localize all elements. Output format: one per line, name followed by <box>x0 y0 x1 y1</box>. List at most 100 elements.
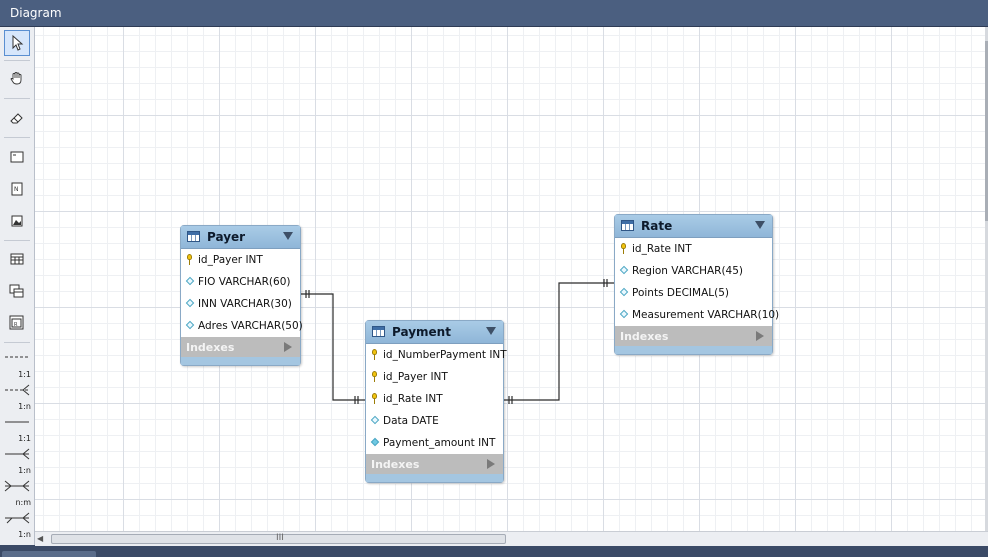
expand-arrow-icon[interactable] <box>756 331 764 341</box>
column-text: Measurement VARCHAR(10) <box>632 309 780 321</box>
column-row[interactable]: INN VARCHAR(30) <box>181 293 300 315</box>
column-row[interactable]: Adres VARCHAR(50) <box>181 315 303 337</box>
relationship-1-1-identifying-tool[interactable]: 1:1 <box>3 413 31 443</box>
column-row[interactable]: id_Payer INT <box>181 249 300 271</box>
relationship-n-m-tool[interactable]: n:m <box>3 477 31 507</box>
diagram-toolbar: N R 1:1 1:n 1:1 1:n n:m 1:n <box>0 27 35 545</box>
hand-tool-button[interactable] <box>4 65 30 91</box>
relationship-1-1-tool[interactable]: 1:1 <box>3 349 31 379</box>
layer-icon <box>10 151 24 163</box>
vertical-scrollbar[interactable] <box>985 27 988 531</box>
svg-text:R: R <box>14 322 18 328</box>
primary-key-icon <box>187 254 192 265</box>
scroll-left-arrow-icon[interactable]: ◀ <box>37 534 44 543</box>
relationship-rate-payment[interactable] <box>503 279 615 404</box>
eraser-tool-button[interactable] <box>4 105 30 131</box>
relationship-lines <box>299 279 615 404</box>
relationship-1-n-identifying-icon <box>5 448 30 460</box>
column-row[interactable]: Region VARCHAR(45) <box>615 260 772 282</box>
entity-name: Payer <box>207 230 246 244</box>
entity-header[interactable]: Payment <box>366 321 503 344</box>
column-text: id_Payer INT <box>383 371 448 383</box>
indexes-section[interactable]: Indexes <box>181 337 300 357</box>
arrow-pointer-icon <box>12 34 24 51</box>
column-row[interactable]: Payment_amount INT <box>366 432 503 454</box>
view-tool-button[interactable] <box>4 278 30 304</box>
image-tool-button[interactable] <box>4 208 30 234</box>
routine-group-tool-button[interactable]: R <box>4 310 30 336</box>
expand-arrow-icon[interactable] <box>284 342 292 352</box>
column-icon <box>185 298 195 308</box>
view-icon <box>9 284 24 298</box>
relationship-label: 1:n <box>18 530 31 539</box>
column-icon <box>619 309 629 319</box>
entity-payment[interactable]: Payment id_NumberPayment INT id_Payer INT i… <box>365 320 507 483</box>
table-icon <box>10 253 24 265</box>
entity-name: Rate <box>641 219 673 233</box>
column-text: Points DECIMAL(5) <box>632 287 729 299</box>
column-row[interactable]: id_Rate INT <box>615 238 772 260</box>
relationship-label: 1:n <box>18 466 31 475</box>
column-text: id_Rate INT <box>383 393 443 405</box>
document-tab[interactable] <box>2 551 96 557</box>
collapse-arrow-icon[interactable] <box>755 221 765 229</box>
primary-key-icon <box>372 371 377 382</box>
relationship-1-n-identifying-tool[interactable]: 1:n <box>3 445 31 475</box>
collapse-arrow-icon[interactable] <box>283 232 293 240</box>
column-text: Region VARCHAR(45) <box>632 265 744 277</box>
layer-tool-button[interactable] <box>4 144 30 170</box>
column-row[interactable]: Data DATE <box>366 410 503 432</box>
column-text: id_Payer INT <box>198 254 263 266</box>
expand-arrow-icon[interactable] <box>487 459 495 469</box>
entity-rate[interactable]: Rate id_Rate INT Region VARCHAR(45) Points … <box>614 214 779 355</box>
column-icon <box>185 276 195 286</box>
indexes-label: Indexes <box>620 330 669 343</box>
column-row[interactable]: id_Payer INT <box>366 366 503 388</box>
column-row[interactable]: id_NumberPayment INT <box>366 344 507 366</box>
vertical-scrollbar-thumb[interactable] <box>985 41 988 221</box>
table-icon <box>372 326 385 337</box>
svg-text:N: N <box>14 186 19 193</box>
relationship-1-n-existing-columns-tool[interactable]: 1:n <box>3 509 31 539</box>
scroll-grip-icon: III <box>276 533 284 543</box>
relationship-label: 1:1 <box>18 370 31 379</box>
entity-header[interactable]: Rate <box>615 215 772 238</box>
entity-footer <box>615 346 772 354</box>
column-row[interactable]: FIO VARCHAR(60) <box>181 271 300 293</box>
relationship-1-n-icon <box>5 384 30 396</box>
diagram-canvas[interactable] <box>35 27 985 531</box>
column-text: INN VARCHAR(30) <box>198 298 292 310</box>
pointer-tool-button[interactable] <box>4 30 30 56</box>
entity-footer <box>366 474 503 482</box>
column-row[interactable]: Measurement VARCHAR(10) <box>615 304 779 326</box>
primary-key-icon <box>372 393 377 404</box>
column-text: Data DATE <box>383 415 439 427</box>
relationship-payer-payment[interactable] <box>299 290 365 404</box>
indexes-section[interactable]: Indexes <box>615 326 772 346</box>
column-text: id_NumberPayment INT <box>383 349 507 361</box>
entity-header[interactable]: Payer <box>181 226 300 249</box>
note-tool-button[interactable]: N <box>4 176 30 202</box>
horizontal-scrollbar-thumb[interactable]: III <box>51 533 506 544</box>
collapse-arrow-icon[interactable] <box>486 327 496 335</box>
entity-footer <box>181 357 300 365</box>
table-icon <box>621 220 634 231</box>
not-null-column-icon <box>370 437 380 447</box>
relationship-n-m-icon <box>4 480 30 492</box>
hand-icon <box>10 72 22 85</box>
relationship-label: n:m <box>15 498 31 507</box>
primary-key-icon <box>372 349 377 360</box>
entity-name: Payment <box>392 325 451 339</box>
relationship-1-1-identifying-icon <box>5 421 29 423</box>
column-row[interactable]: id_Rate INT <box>366 388 503 410</box>
column-text: Payment_amount INT <box>383 437 496 449</box>
note-icon: N <box>11 182 23 196</box>
indexes-section[interactable]: Indexes <box>366 454 503 474</box>
entity-payer[interactable]: Payer id_Payer INT FIO VARCHAR(60) INN VARC… <box>180 225 303 366</box>
table-tool-button[interactable] <box>4 246 30 272</box>
routine-group-icon: R <box>9 315 24 330</box>
relationship-1-n-tool[interactable]: 1:n <box>3 381 31 411</box>
column-row[interactable]: Points DECIMAL(5) <box>615 282 772 304</box>
horizontal-scrollbar[interactable]: ◀ III <box>35 531 988 546</box>
relationship-label: 1:n <box>18 402 31 411</box>
